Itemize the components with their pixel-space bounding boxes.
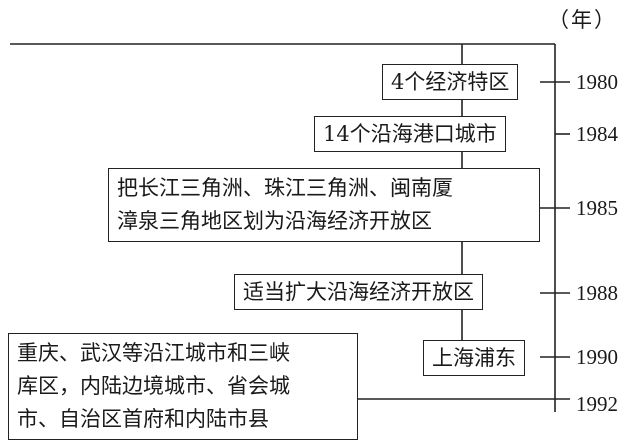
year-label-1988: 1988 <box>576 281 618 305</box>
year-label-1984: 1984 <box>576 122 618 146</box>
year-label-1990: 1990 <box>576 345 618 369</box>
event-1992-line-3: 市、自治区首府和内陆市县 <box>17 407 269 431</box>
event-box-1990: 上海浦东 <box>423 340 525 376</box>
event-box-1980: 4个经济特区 <box>382 64 519 100</box>
year-label-1985: 1985 <box>576 196 618 220</box>
event-1992-line-2: 库区，内陆边境城市、省会城 <box>17 374 290 398</box>
event-box-1992: 重庆、武汉等沿江城市和三峡 库区，内陆边境城市、省会城 市、自治区首府和内陆市县 <box>8 333 358 440</box>
event-1985-line-1: 把长江三角洲、珠江三角洲、闽南厦 <box>117 176 453 200</box>
event-box-1988: 适当扩大沿海经济开放区 <box>234 274 483 310</box>
event-box-1985: 把长江三角洲、珠江三角洲、闽南厦 漳泉三角地区划为沿海经济开放区 <box>108 168 540 242</box>
year-label-1980: 1980 <box>576 70 618 94</box>
event-box-1984: 14个沿海港口城市 <box>314 116 506 152</box>
year-unit-label: （年） <box>548 8 617 32</box>
event-1985-line-2: 漳泉三角地区划为沿海经济开放区 <box>117 209 432 233</box>
event-1992-line-1: 重庆、武汉等沿江城市和三峡 <box>17 341 290 365</box>
year-label-1992: 1992 <box>576 392 618 416</box>
